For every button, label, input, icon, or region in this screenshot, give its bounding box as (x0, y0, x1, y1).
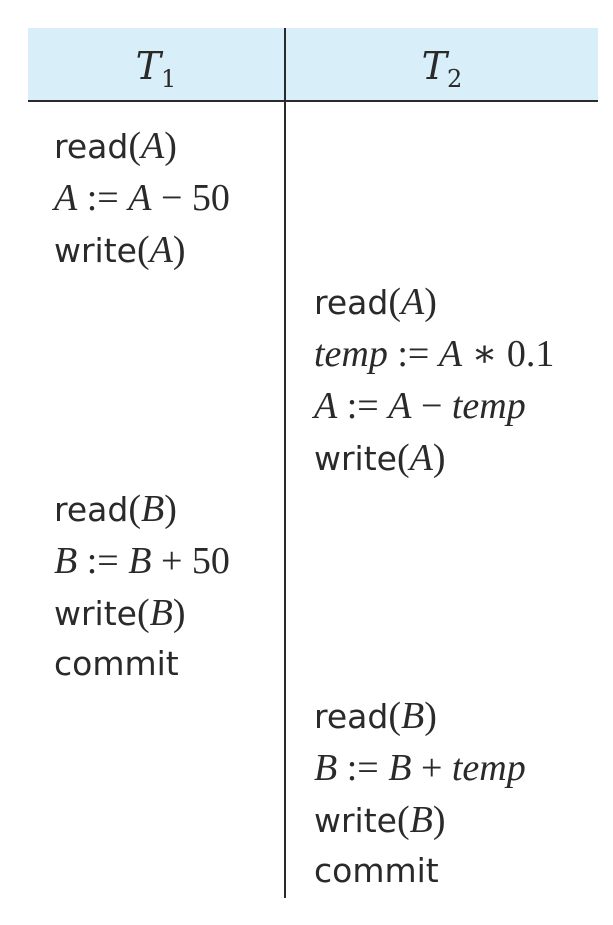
operator: − (411, 385, 452, 427)
lhs: temp (314, 333, 388, 375)
op: commit (54, 644, 179, 683)
operand: temp (451, 747, 526, 789)
paren-close: ) (164, 125, 177, 167)
t1-step-read-a: read(A) (54, 120, 177, 172)
operator: − (151, 177, 192, 219)
var: B (400, 695, 425, 737)
schedule-table: T1 T2 read(A) A := A − 50 write(A) read(… (28, 28, 598, 898)
t2-step-write-b: write(B) (314, 794, 446, 846)
rhs-var: A (128, 177, 152, 219)
t2-step-write-a: write(A) (314, 432, 446, 484)
paren-open: ( (128, 488, 141, 530)
operand: 50 (191, 177, 230, 219)
t1-subscript: 1 (161, 65, 177, 93)
var: B (140, 488, 165, 530)
t1-step-write-b: write(B) (54, 587, 186, 639)
op: write (54, 231, 137, 270)
op: commit (314, 851, 439, 890)
t1-step-commit: commit (54, 638, 179, 690)
t2-subscript: 2 (447, 65, 463, 93)
t1-step-write-a: write(A) (54, 224, 186, 276)
assign-op: := (77, 540, 129, 582)
t2-step-read-a: read(A) (314, 276, 437, 328)
operator: ∗ (462, 333, 507, 375)
paren-open: ( (396, 799, 410, 841)
t2-step-assign-temp: temp := A ∗ 0.1 (314, 328, 554, 380)
t2-step-assign-a: A := A − temp (314, 380, 526, 432)
var: A (149, 229, 173, 271)
t1-step-assign-a: A := A − 50 (54, 172, 230, 224)
paren-close: ) (432, 799, 446, 841)
t1-step-read-b: read(B) (54, 483, 177, 535)
column-header-t1: T1 (28, 36, 284, 96)
lhs: B (54, 540, 78, 582)
rhs-var: A (438, 333, 463, 375)
t2-step-commit: commit (314, 845, 439, 897)
operator: + (411, 747, 452, 789)
t1-step-assign-b: B := B + 50 (54, 535, 230, 587)
lhs: A (54, 177, 78, 219)
column-divider (284, 28, 286, 898)
rhs-var: B (128, 540, 152, 582)
op: read (54, 127, 129, 166)
paren-open: ( (136, 229, 150, 271)
paren-close: ) (172, 592, 186, 634)
paren-open: ( (136, 592, 150, 634)
op: write (54, 594, 137, 633)
var: A (400, 281, 425, 323)
header-row (28, 28, 598, 100)
operand: 50 (191, 540, 230, 582)
column-header-t2: T2 (286, 36, 598, 96)
paren-close: ) (424, 695, 437, 737)
t2-symbol: T (421, 44, 448, 88)
operand: temp (451, 385, 526, 427)
var: A (140, 125, 165, 167)
assign-op: := (77, 177, 129, 219)
t2-step-read-b: read(B) (314, 690, 437, 742)
paren-close: ) (432, 437, 446, 479)
paren-close: ) (172, 229, 186, 271)
lhs: B (314, 747, 338, 789)
op: write (314, 439, 397, 478)
t2-step-assign-b: B := B + temp (314, 742, 526, 794)
assign-op: := (337, 747, 389, 789)
paren-open: ( (128, 125, 141, 167)
header-divider (28, 100, 598, 102)
paren-close: ) (424, 281, 437, 323)
op: write (314, 801, 397, 840)
operator: + (151, 540, 192, 582)
var: B (149, 592, 173, 634)
rhs-var: A (388, 385, 412, 427)
assign-op: := (387, 333, 439, 375)
var: B (409, 799, 433, 841)
lhs: A (314, 385, 338, 427)
paren-open: ( (388, 281, 401, 323)
operand: 0.1 (506, 333, 555, 375)
var: A (409, 437, 433, 479)
paren-open: ( (396, 437, 410, 479)
t1-symbol: T (135, 44, 162, 88)
rhs-var: B (388, 747, 412, 789)
paren-open: ( (388, 695, 401, 737)
op: read (54, 490, 129, 529)
paren-close: ) (164, 488, 177, 530)
op: read (314, 283, 389, 322)
op: read (314, 697, 389, 736)
assign-op: := (337, 385, 389, 427)
